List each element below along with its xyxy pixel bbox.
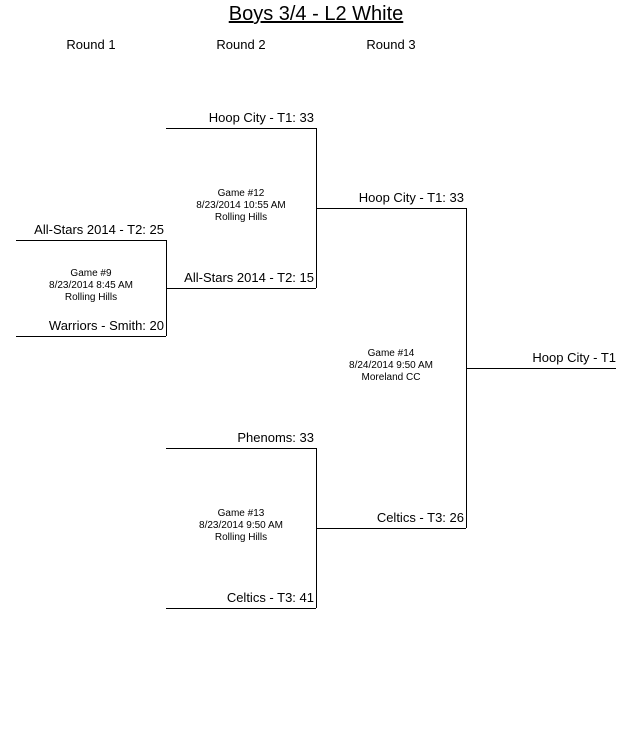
team-slot-r2-d: Celtics - T3: 41 — [226, 590, 314, 605]
round-3-header: Round 3 — [366, 37, 416, 52]
game-13-datetime: 8/23/2014 9:50 AM — [199, 520, 283, 531]
team-slot-r1-top: All-Stars 2014 - T2: 25 — [34, 222, 164, 237]
r3-bottom-line — [316, 528, 466, 529]
round-1-header: Round 1 — [66, 37, 116, 52]
game-14-info: Game #14 8/24/2014 9:50 AM Moreland CC — [311, 348, 471, 384]
team-slot-r2-a: Hoop City - T1: 33 — [208, 110, 314, 125]
r2-d-line — [166, 608, 316, 609]
r1-top-line — [16, 240, 166, 241]
game-12-name: Game #12 — [217, 188, 265, 199]
game-12-location: Rolling Hills — [214, 212, 268, 223]
game-9-info: Game #9 8/23/2014 8:45 AM Rolling Hills — [11, 268, 171, 304]
team-slot-r2-c: Phenoms: 33 — [237, 430, 314, 445]
champion-slot: Hoop City - T1 — [532, 350, 616, 365]
r2-a-line — [166, 128, 316, 129]
team-slot-r2-b: All-Stars 2014 - T2: 15 — [184, 270, 314, 285]
team-slot-r3-bottom: Celtics - T3: 26 — [376, 510, 464, 525]
game-13-name: Game #13 — [217, 508, 265, 519]
champion-line — [466, 368, 616, 369]
game-14-location: Moreland CC — [361, 372, 421, 383]
team-slot-r3-top: Hoop City - T1: 33 — [358, 190, 464, 205]
game-12-datetime: 8/23/2014 10:55 AM — [196, 200, 286, 211]
game-9-name: Game #9 — [70, 268, 112, 279]
r2-b-line — [166, 288, 316, 289]
game-9-location: Rolling Hills — [64, 292, 118, 303]
r2-c-line — [166, 448, 316, 449]
r3-top-line — [316, 208, 466, 209]
game-14-datetime: 8/24/2014 9:50 AM — [349, 360, 433, 371]
game-12-info: Game #12 8/23/2014 10:55 AM Rolling Hill… — [161, 188, 321, 224]
bracket-title: Boys 3/4 - L2 White — [228, 3, 404, 25]
game-9-datetime: 8/23/2014 8:45 AM — [49, 280, 133, 291]
r1-bottom-line — [16, 336, 166, 337]
game-13-info: Game #13 8/23/2014 9:50 AM Rolling Hills — [161, 508, 321, 544]
game-14-name: Game #14 — [367, 348, 415, 359]
game-13-location: Rolling Hills — [214, 532, 268, 543]
round-2-header: Round 2 — [216, 37, 266, 52]
team-slot-r1-bottom: Warriors - Smith: 20 — [48, 318, 164, 333]
